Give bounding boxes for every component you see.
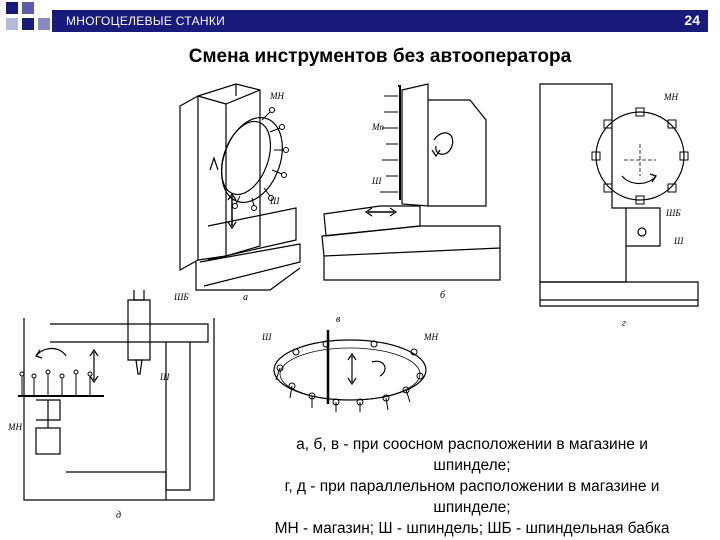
figure-b: Мп Ш б bbox=[321, 83, 501, 301]
figure-b-tag-mp: Мп bbox=[371, 122, 384, 132]
page-number: 24 bbox=[684, 12, 700, 28]
caption-line: а, б, в - при соосном расположении в маг… bbox=[296, 436, 648, 453]
figure-g-tag-mn: МН bbox=[663, 92, 678, 102]
figure-v-tag-mn: МН bbox=[423, 332, 438, 342]
caption-line: МН - магазин; Ш - шпиндель; ШБ - шпиндел… bbox=[274, 520, 670, 537]
caption-line: шпинделе; bbox=[433, 457, 511, 474]
figure-a-tag-mn: МН bbox=[269, 91, 284, 101]
header-title: МНОГОЦЕЛЕВЫЕ СТАНКИ bbox=[66, 14, 226, 28]
figure-d-tag-shb: ШБ bbox=[173, 292, 189, 302]
figure-b-tag-sh: Ш bbox=[371, 176, 382, 186]
figure-a: МН Ш а bbox=[179, 83, 301, 303]
figure-v-label: в bbox=[336, 314, 341, 325]
figure-g-label: г bbox=[622, 318, 626, 329]
figure-v: Ш МН в bbox=[261, 314, 438, 412]
figure-d-tag-mn: МН bbox=[7, 422, 22, 432]
figure-d: ШБ Ш МН д bbox=[7, 290, 215, 521]
caption-line: шпинделе; bbox=[433, 499, 511, 516]
figure-d-tag-sh: Ш bbox=[159, 372, 170, 382]
figure-b-label: б bbox=[440, 290, 446, 301]
slide-title: Смена инструментов без автооператора bbox=[188, 46, 572, 67]
figure-g-tag-sh: Ш bbox=[673, 236, 684, 246]
figure-a-tag-sh: Ш bbox=[269, 196, 280, 206]
header-bar bbox=[52, 10, 708, 32]
caption: а, б, в - при соосном расположении в маг… bbox=[236, 434, 708, 539]
caption-line: г, д - при параллельном расположении в м… bbox=[284, 478, 660, 495]
figure-g-tag-shb: ШБ bbox=[665, 208, 681, 218]
figure-g: МН ШБ Ш г bbox=[539, 83, 699, 329]
figure-v-tag-sh: Ш bbox=[261, 332, 272, 342]
figure-d-label: д bbox=[116, 510, 121, 521]
figure-a-label: а bbox=[243, 292, 248, 303]
corner-squares-decoration bbox=[6, 2, 50, 30]
